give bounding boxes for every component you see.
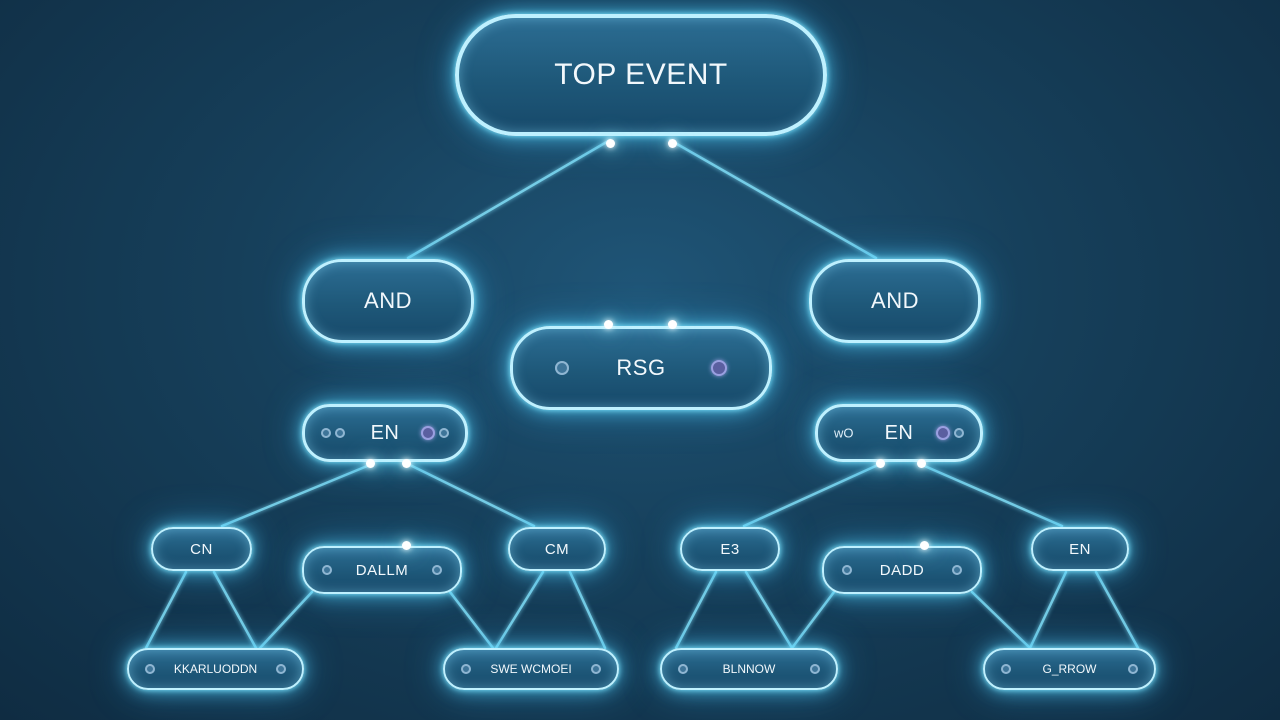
- circle-icon: [711, 360, 727, 376]
- and-gate-right-node[interactable]: AND: [809, 259, 981, 343]
- connection-dot: [917, 459, 926, 468]
- cn-label: CN: [190, 540, 213, 558]
- leaf-node-2[interactable]: SWE WCMOEI: [443, 648, 619, 690]
- circle-icon: [952, 565, 962, 575]
- circle-icon: [335, 428, 345, 438]
- cm-node[interactable]: CM: [508, 527, 606, 571]
- connection-dot: [668, 320, 677, 329]
- connector-en3-to-leaf4-b: [1094, 570, 1140, 650]
- circle-icon: [321, 428, 331, 438]
- connection-dot: [606, 139, 615, 148]
- leaf-node-1[interactable]: KKARLUODDN: [127, 648, 304, 690]
- circle-icon: [421, 426, 435, 440]
- connector-en-left-to-cm: [406, 462, 536, 528]
- connector-en-right-to-e3: [742, 462, 882, 528]
- en-node-small[interactable]: EN: [1031, 527, 1129, 571]
- connection-dot: [920, 541, 929, 550]
- connector-top-to-and-left: [406, 138, 612, 260]
- connector-en-left-to-cn: [220, 462, 374, 528]
- cn-node[interactable]: CN: [151, 527, 252, 571]
- circle-icon: [954, 428, 964, 438]
- connector-cn-to-leaf1-b: [212, 570, 258, 650]
- rsg-label: RSG: [616, 355, 666, 380]
- connector-cm-to-leaf2-b: [568, 570, 607, 650]
- connection-dot: [604, 320, 613, 329]
- connector-en-right-to-en: [918, 462, 1064, 528]
- en-right-prefix: wO: [834, 425, 854, 441]
- circle-icon: [145, 664, 155, 674]
- circle-icon: [439, 428, 449, 438]
- connector-top-to-and-right: [668, 138, 878, 260]
- e3-label: E3: [720, 540, 740, 558]
- dallm-node[interactable]: DALLM: [302, 546, 462, 594]
- connector-en3-to-leaf4-a: [1028, 570, 1068, 650]
- top-event-node[interactable]: TOP EVENT: [455, 14, 827, 136]
- connector-dallm-to-leaf2: [448, 590, 495, 650]
- connector-dadd-to-leaf3: [790, 590, 836, 650]
- en-right-label: EN: [884, 421, 914, 444]
- circle-icon: [322, 565, 332, 575]
- and-gate-right-label: AND: [871, 288, 919, 313]
- connector-dallm-to-leaf1: [258, 590, 314, 650]
- connector-cn-to-leaf1-a: [144, 570, 188, 650]
- circle-icon: [555, 361, 569, 375]
- and-gate-left-node[interactable]: AND: [302, 259, 474, 343]
- connection-dot: [876, 459, 885, 468]
- circle-icon: [842, 565, 852, 575]
- dadd-node[interactable]: DADD: [822, 546, 982, 594]
- en-node-right[interactable]: wO EN: [815, 404, 983, 462]
- circle-icon: [678, 664, 688, 674]
- en-node-left[interactable]: EN: [302, 404, 468, 462]
- e3-node[interactable]: E3: [680, 527, 780, 571]
- circle-icon: [936, 426, 950, 440]
- circle-icon: [432, 565, 442, 575]
- en-left-label: EN: [370, 421, 400, 444]
- circle-icon: [461, 664, 471, 674]
- circle-icon: [276, 664, 286, 674]
- connection-dot: [668, 139, 677, 148]
- rsg-node[interactable]: RSG: [510, 326, 772, 410]
- circle-icon: [1128, 664, 1138, 674]
- connection-dot: [366, 459, 375, 468]
- and-gate-left-label: AND: [364, 288, 412, 313]
- leaf-node-4[interactable]: G_RROW: [983, 648, 1156, 690]
- leaf-3-label: BLNNOW: [722, 662, 776, 676]
- connector-dadd-to-leaf4: [970, 590, 1032, 650]
- leaf-node-3[interactable]: BLNNOW: [660, 648, 838, 690]
- leaf-1-label: KKARLUODDN: [173, 662, 258, 676]
- circle-icon: [810, 664, 820, 674]
- dadd-label: DADD: [879, 561, 925, 579]
- connector-cm-to-leaf2-a: [494, 570, 545, 650]
- en-small-label: EN: [1069, 540, 1091, 558]
- connection-dot: [402, 541, 411, 550]
- cm-label: CM: [544, 540, 570, 558]
- connection-dot: [402, 459, 411, 468]
- connector-e3-to-leaf3-a: [674, 570, 718, 650]
- leaf-2-label: SWE WCMOEI: [490, 662, 572, 676]
- connector-e3-to-leaf3-b: [744, 570, 794, 650]
- dallm-label: DALLM: [355, 561, 409, 579]
- top-event-label: TOP EVENT: [554, 58, 728, 91]
- circle-icon: [591, 664, 601, 674]
- circle-icon: [1001, 664, 1011, 674]
- leaf-4-label: G_RROW: [1042, 662, 1097, 676]
